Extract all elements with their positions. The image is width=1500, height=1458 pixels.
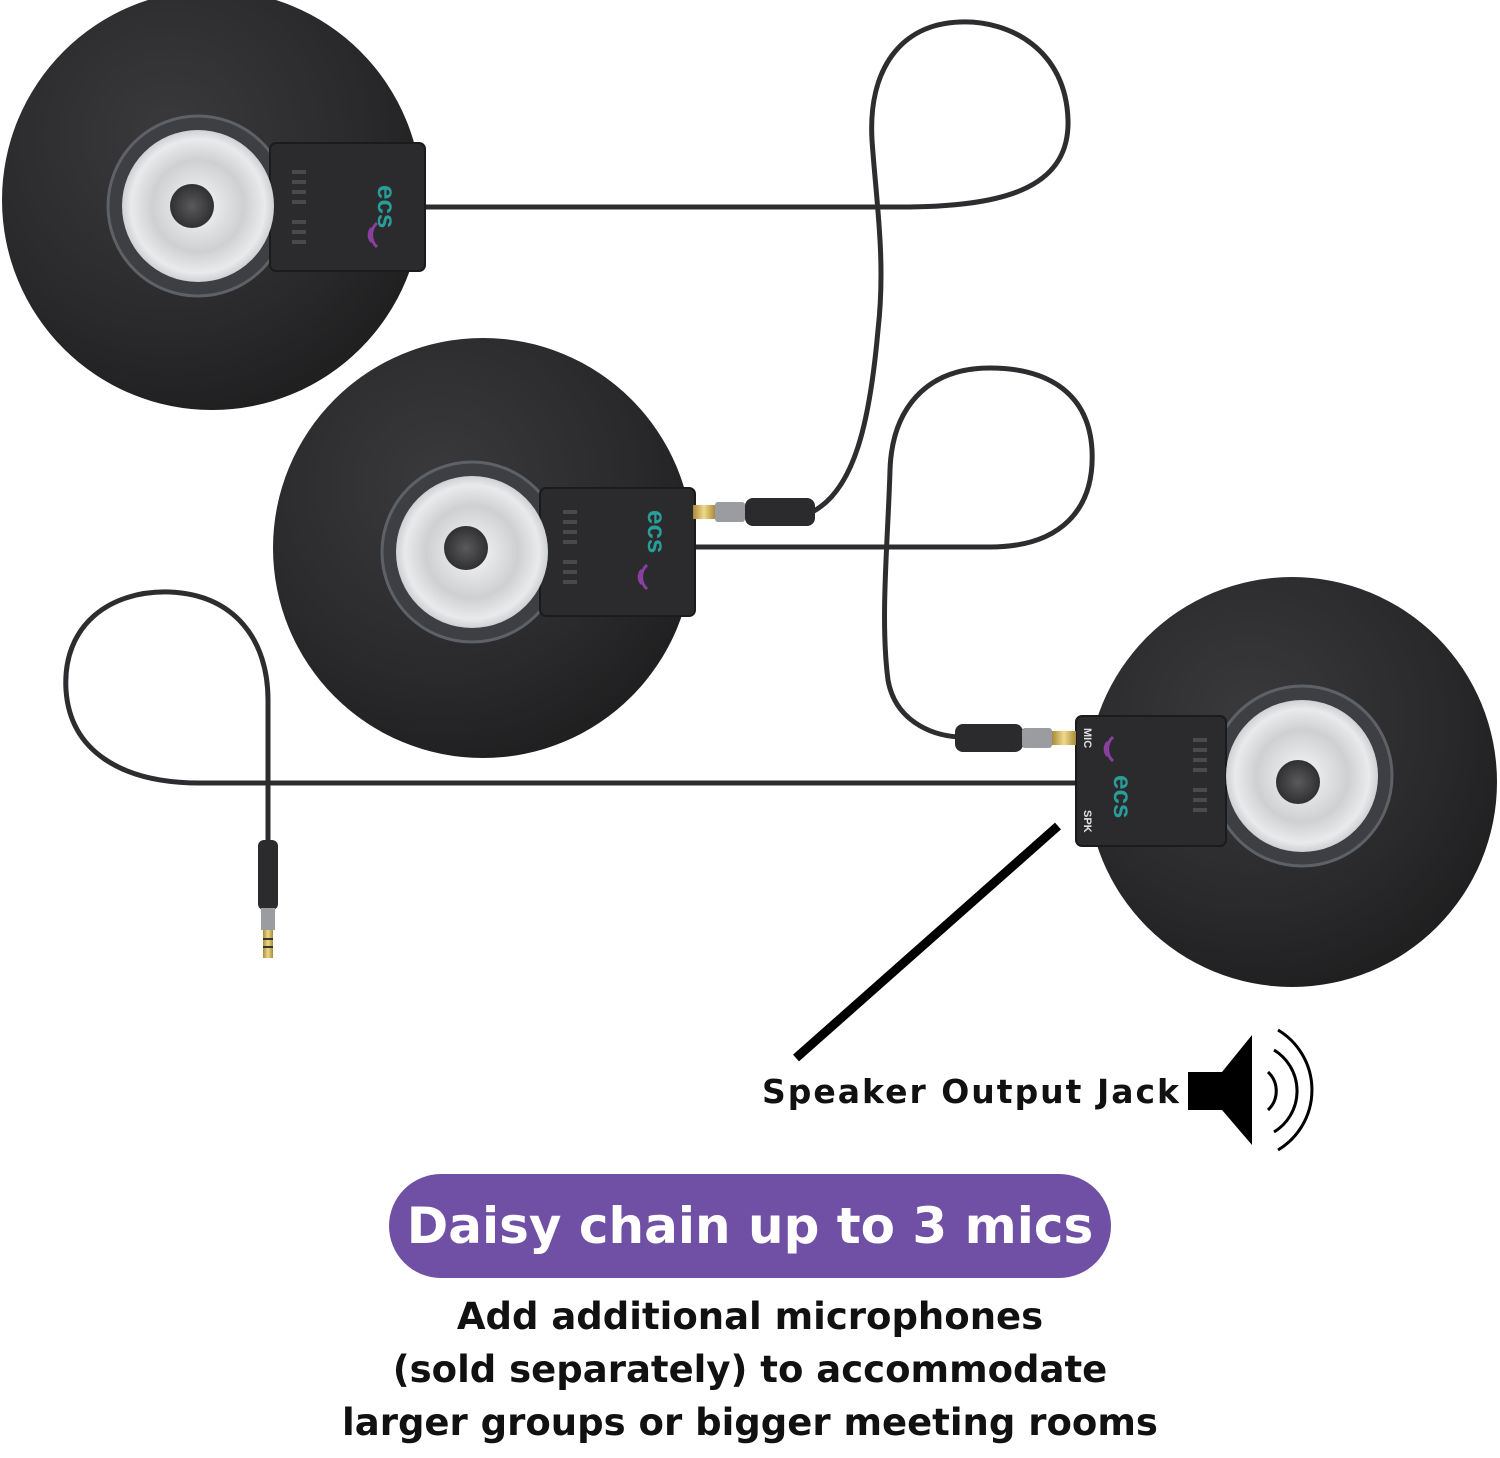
port-label-spk: SPK [1081,810,1093,833]
brand-text: ecs [372,185,402,228]
brand-text: ecs [1108,775,1138,818]
description-line: (sold separately) to accommodate [392,1348,1108,1391]
cable [63,19,1095,848]
description-line: Add additional microphones [456,1295,1044,1338]
audio-plug-icon [955,724,1076,752]
speaker-output-jack-label: Speaker Output Jack [762,1072,1181,1111]
brand-logo: ecs [367,185,402,249]
port-label-mic: MIC [1081,728,1093,748]
audio-plug-icon [258,840,278,958]
microphone-unit: ecs [273,338,815,758]
microphone-unit: ecs [2,0,426,410]
brand-logo: ecs [637,510,672,591]
callout-line [793,822,1061,1062]
audio-plug-icon [693,498,815,526]
brand-text: ecs [642,510,672,553]
description-line: larger groups or bigger meeting rooms [342,1401,1158,1444]
headline-text: Daisy chain up to 3 mics [406,1197,1094,1255]
microphone-unit: ecs MIC SPK [955,577,1497,987]
description: Add additional microphones (sold separat… [0,1290,1500,1449]
speaker-icon [1188,1028,1314,1152]
brand-logo: ecs [1103,735,1138,818]
headline-badge: Daisy chain up to 3 mics [389,1174,1111,1278]
